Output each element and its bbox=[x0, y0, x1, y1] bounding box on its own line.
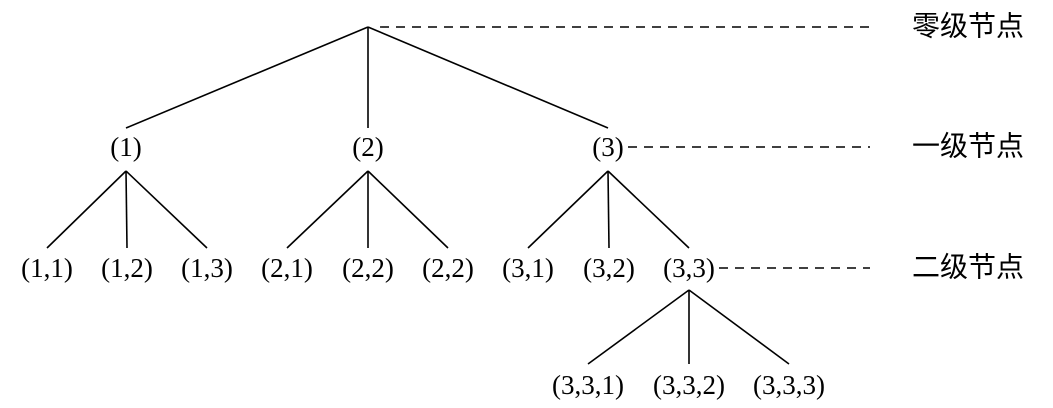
level-label-0: 零级节点 bbox=[912, 11, 1024, 43]
edge-n3-n31 bbox=[527, 170, 609, 249]
edge-n3-n32 bbox=[607, 170, 610, 249]
tree-edges bbox=[46, 26, 790, 365]
node-n332: (3,3,2) bbox=[653, 370, 725, 400]
node-n31: (3,1) bbox=[502, 253, 554, 283]
node-n2: (2) bbox=[352, 132, 383, 162]
node-n32: (3,2) bbox=[583, 253, 635, 283]
node-n22: (2,2) bbox=[342, 253, 394, 283]
level-guide-lines bbox=[380, 26, 870, 269]
node-n21: (2,1) bbox=[261, 253, 313, 283]
edge-n1-n11 bbox=[46, 170, 127, 249]
edge-n1-n12 bbox=[125, 170, 128, 249]
node-n1: (1) bbox=[110, 132, 141, 162]
node-n23: (2,2) bbox=[422, 253, 474, 283]
tree-nodes: (1) (2) (3) (1,1) (1,2) (1,3) (2,1) (2,2) (2,2) (… bbox=[21, 132, 825, 400]
node-n333: (3,3,3) bbox=[753, 370, 825, 400]
node-n3: (3) bbox=[592, 132, 623, 162]
node-n331: (3,3,1) bbox=[552, 370, 624, 400]
edge-root-n1 bbox=[125, 26, 369, 129]
node-n33: (3,3) bbox=[663, 253, 715, 283]
level-label-1: 一级节点 bbox=[912, 131, 1024, 163]
edge-n33-n331 bbox=[587, 289, 690, 365]
edge-n2-n21 bbox=[286, 170, 369, 249]
edge-n33-n333 bbox=[688, 289, 790, 365]
level-label-2: 二级节点 bbox=[912, 252, 1024, 284]
node-n11: (1,1) bbox=[21, 253, 73, 283]
edge-n2-n23 bbox=[367, 170, 449, 249]
node-n13: (1,3) bbox=[181, 253, 233, 283]
edge-n3-n33 bbox=[607, 170, 690, 249]
edge-n1-n13 bbox=[125, 170, 208, 249]
edge-root-n3 bbox=[367, 26, 609, 129]
node-n12: (1,2) bbox=[101, 253, 153, 283]
